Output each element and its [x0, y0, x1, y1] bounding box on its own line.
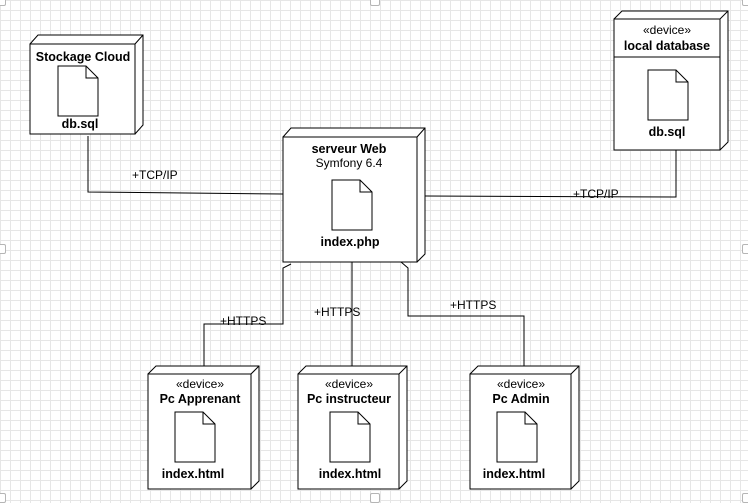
file-icon: [57, 65, 99, 117]
resize-handle-top[interactable]: [370, 0, 380, 6]
stereotype-label: «device»: [176, 377, 224, 391]
file-icon: [647, 69, 689, 121]
node-title: Stockage Cloud: [36, 50, 130, 64]
artifact-label: index.html: [483, 467, 546, 481]
connector-server-admin[interactable]: [400, 261, 525, 366]
artifact-label: index.php: [320, 235, 379, 249]
node-local-database[interactable]: «device» local database db.sql: [613, 10, 729, 151]
node-serveur-web[interactable]: serveur Web Symfony 6.4 index.php: [282, 127, 426, 263]
stereotype-label: «device»: [325, 377, 373, 391]
edge-label-server-apprenant: +HTTPS: [220, 314, 266, 328]
artifact-label: index.html: [162, 467, 225, 481]
artifact-label: db.sql: [649, 125, 686, 139]
file-icon: [331, 179, 373, 231]
resize-handle-bottom-right[interactable]: [742, 493, 748, 503]
node-stockage-cloud[interactable]: Stockage Cloud db.sql: [29, 34, 144, 135]
connector-server-apprenant[interactable]: [203, 263, 292, 366]
resize-handle-bottom-left[interactable]: [0, 493, 6, 503]
stereotype-label: «device»: [497, 377, 545, 391]
edge-label-cloud-server: +TCP/IP: [132, 168, 178, 182]
node-title: Pc instructeur: [307, 392, 391, 406]
resize-handle-top-right[interactable]: [742, 0, 748, 6]
node-pc-admin[interactable]: «device» Pc Admin index.html: [469, 365, 580, 490]
resize-handle-left[interactable]: [0, 244, 6, 254]
file-icon: [329, 411, 371, 463]
resize-handle-top-left[interactable]: [0, 0, 6, 6]
file-icon: [496, 411, 538, 463]
node-title: Pc Apprenant: [160, 392, 242, 406]
node-title: local database: [624, 39, 710, 53]
artifact-label: db.sql: [62, 117, 99, 131]
node-subtitle: Symfony 6.4: [316, 156, 383, 170]
connector-server-localdb[interactable]: [424, 150, 677, 198]
resize-handle-right[interactable]: [742, 244, 748, 254]
file-icon: [174, 411, 216, 463]
node-pc-instructeur[interactable]: «device» Pc instructeur index.html: [297, 365, 408, 490]
resize-handle-bottom[interactable]: [370, 493, 380, 503]
node-title: Pc Admin: [492, 392, 549, 406]
node-title: serveur Web: [312, 142, 387, 156]
stereotype-label: «device»: [643, 23, 691, 37]
connector-cloud-server[interactable]: [87, 136, 284, 195]
edge-label-server-localdb: +TCP/IP: [573, 187, 619, 201]
edge-label-server-admin: +HTTPS: [450, 298, 496, 312]
node-pc-apprenant[interactable]: «device» Pc Apprenant index.html: [147, 365, 260, 490]
edge-label-server-instructeur: +HTTPS: [314, 305, 360, 319]
artifact-label: index.html: [319, 467, 382, 481]
